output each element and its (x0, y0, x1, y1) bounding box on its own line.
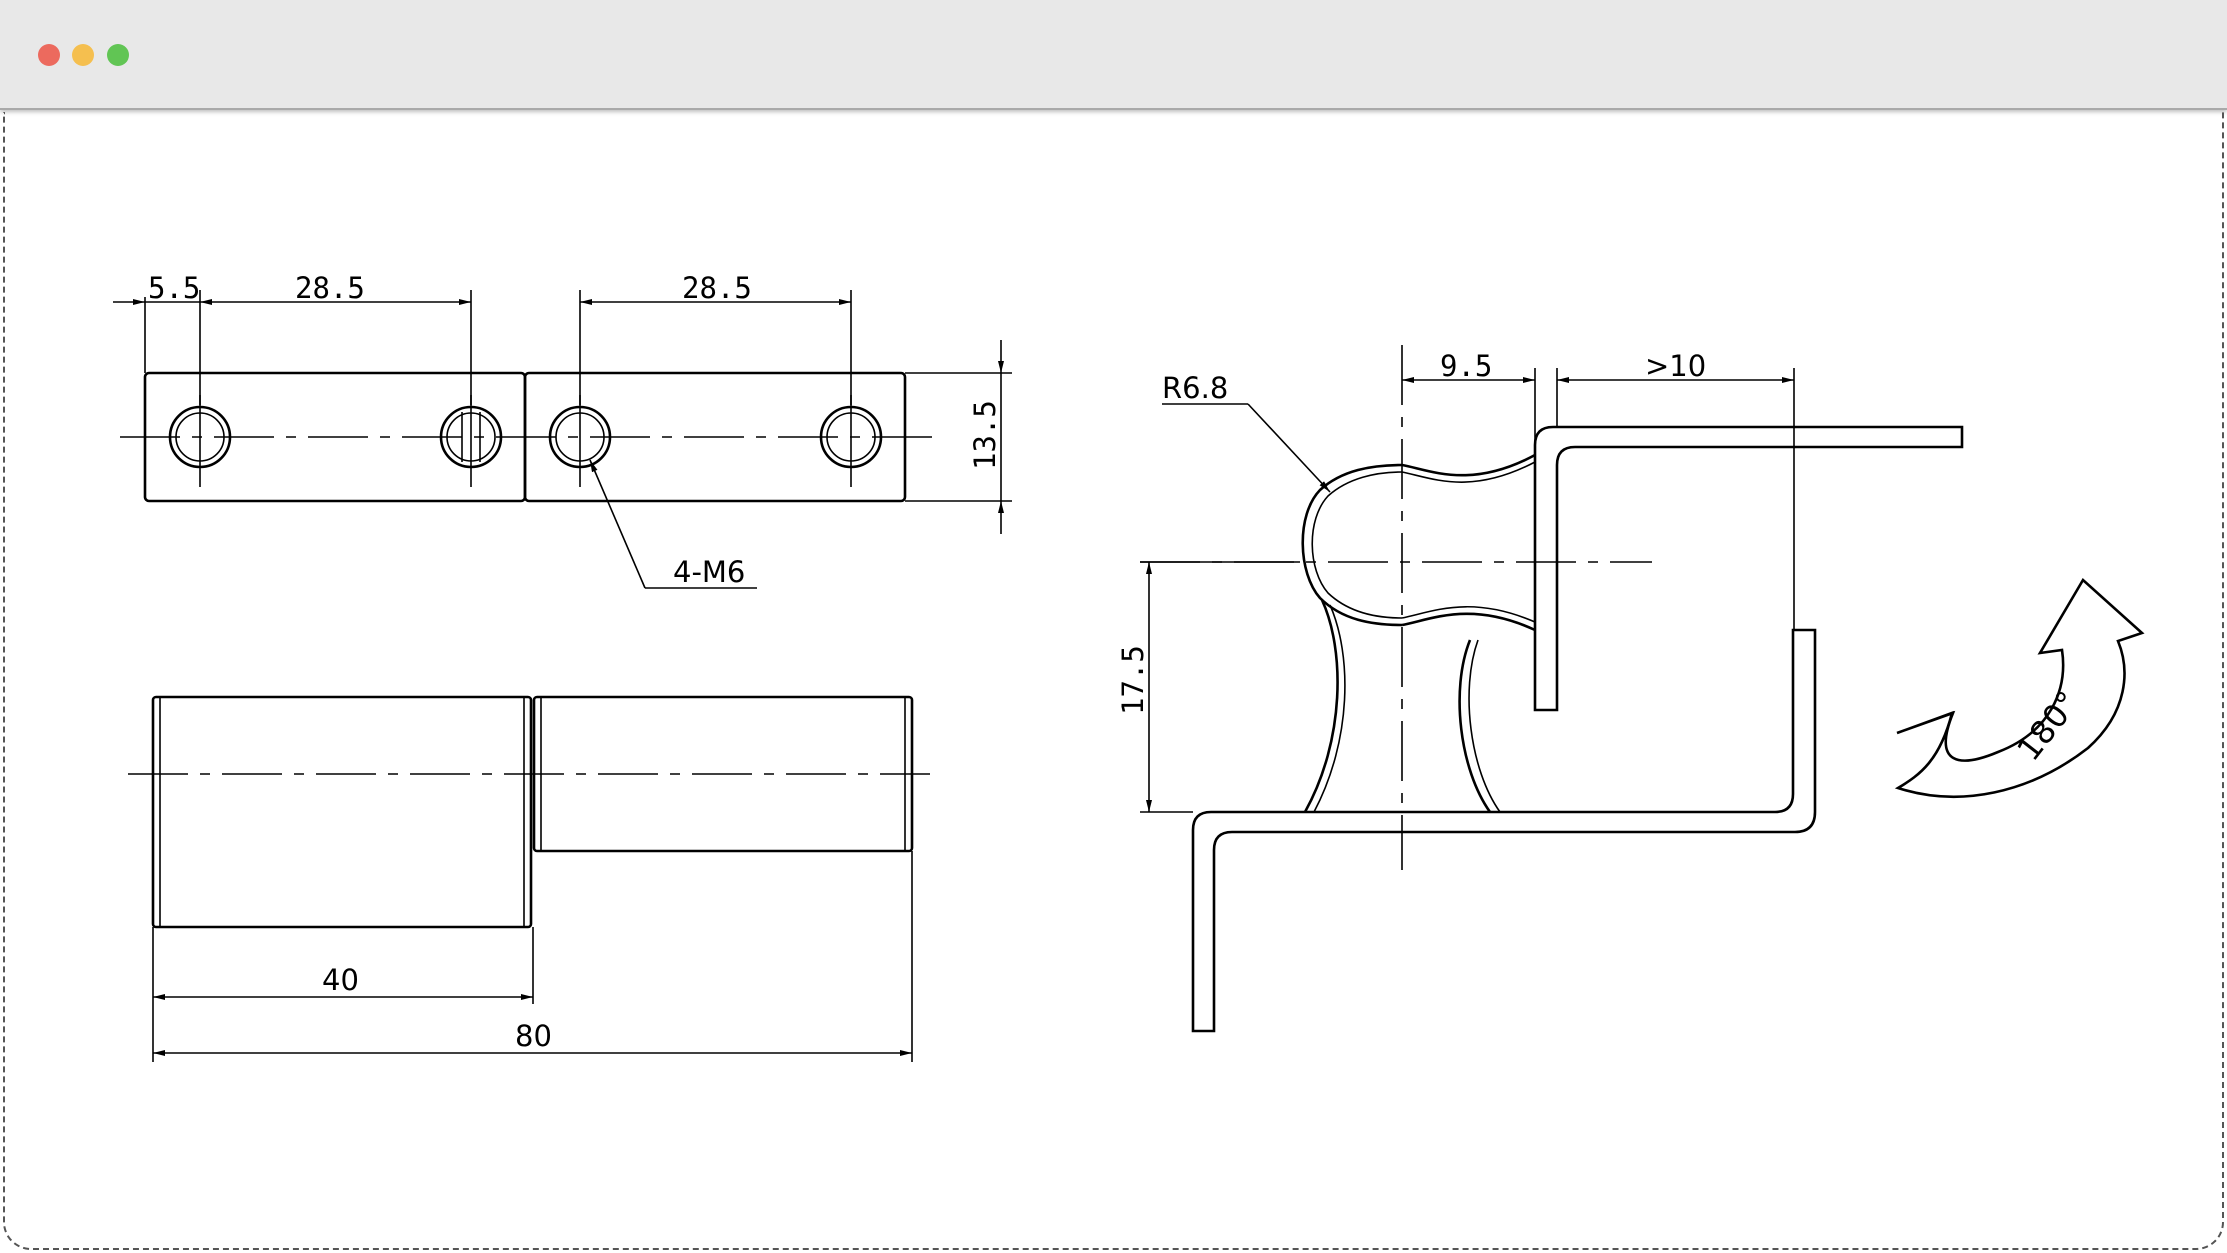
mounting-hole-1 (168, 395, 232, 487)
dim-hole-spacing-left: 28.5 (295, 271, 365, 305)
canvas-frame (3, 112, 2224, 1250)
dim-half-length: 40 (322, 963, 359, 997)
title-bar (0, 0, 2227, 110)
minimize-window-button[interactable] (72, 44, 94, 66)
left-barrel (151, 695, 533, 929)
top-view: 5.5 28.5 28.5 13.5 4-M6 (113, 271, 1012, 589)
mounting-hole-4 (819, 395, 883, 487)
dim-hole-spacing-right: 28.5 (682, 271, 752, 305)
dim-total-length: 80 (515, 1019, 552, 1053)
dim-radius: R6.8 (1162, 371, 1228, 405)
knuckle-outer (1301, 463, 1403, 627)
rotation-label: 180° (2009, 684, 2086, 768)
dim-width: 13.5 (968, 400, 1002, 470)
mounting-hole-2 (439, 395, 503, 487)
dim-height: 17.5 (1116, 645, 1150, 715)
dim-edge-to-hole: 5.5 (148, 271, 200, 305)
mounting-hole-3 (548, 395, 612, 487)
maximize-window-button[interactable] (107, 44, 129, 66)
lower-leaf (1191, 628, 1817, 1033)
dim-min-leaf: >10 (1645, 349, 1706, 383)
dim-offset: 9.5 (1440, 349, 1492, 383)
front-view: 40 80 (128, 695, 930, 1062)
side-view: 9.5 >10 R6.8 17.5 (1116, 345, 1964, 1033)
hole-callout: 4-M6 (673, 555, 745, 589)
upper-leaf (1533, 425, 1964, 712)
close-window-button[interactable] (38, 44, 60, 66)
rotation-arrow: 180° (1894, 577, 2145, 798)
rotation-arrow-shape (1894, 577, 2145, 798)
